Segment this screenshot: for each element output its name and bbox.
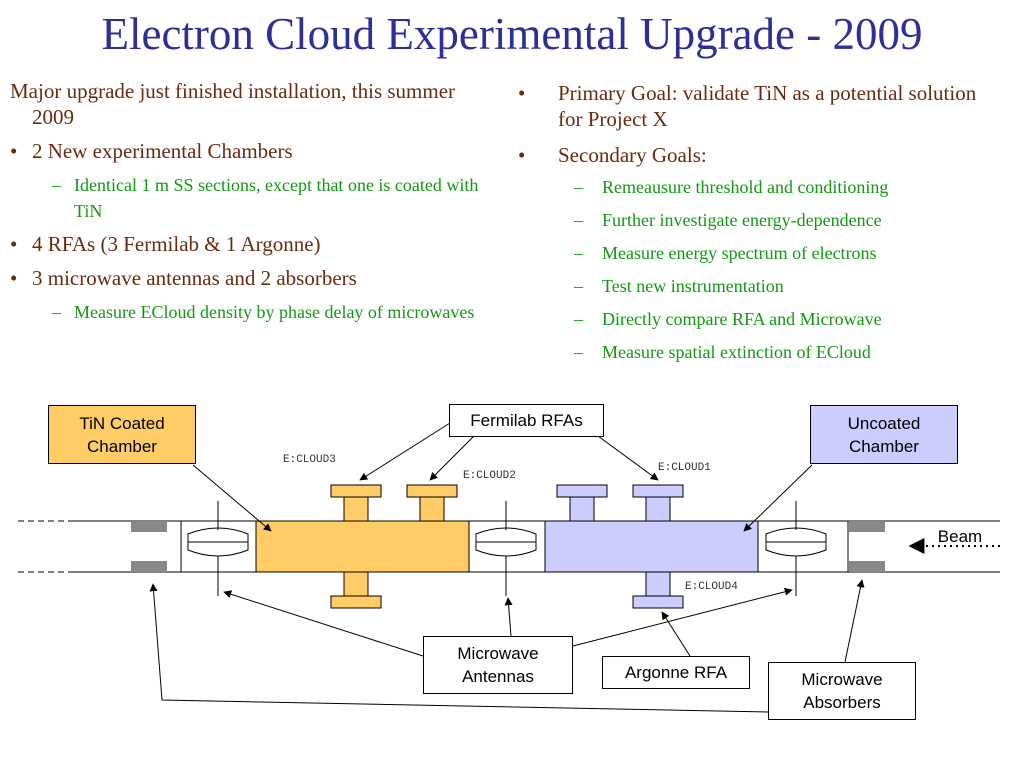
absorber-block [131, 521, 167, 532]
rfa-flange [556, 484, 608, 498]
rfa-flange-cloud3 [330, 484, 382, 498]
sub-bullet-text: Measure ECloud density by phase delay of… [74, 302, 475, 322]
goal-text: Measure energy spectrum of electrons [602, 243, 877, 263]
dash-marker: – [52, 302, 61, 322]
rfa-flange-cloud2 [406, 484, 458, 498]
bullet-chambers: • 2 New experimental Chambers [10, 138, 488, 164]
bullet-marker: • [518, 143, 526, 167]
tin-chamber [255, 520, 470, 573]
arrow-antenna-right [572, 587, 793, 647]
antenna-right [765, 501, 827, 596]
label-ecloud2: E:CLOUD2 [463, 470, 516, 482]
bullet-marker: • [518, 81, 526, 105]
arrow-fermilab-cloud2 [429, 434, 476, 481]
fermilab-rfas-label: Fermilab RFAs [449, 404, 604, 437]
arrow-tin [192, 464, 272, 532]
rfa-flange-cloud4 [632, 595, 684, 609]
dash-marker: – [574, 276, 583, 296]
dash-marker: – [52, 175, 61, 195]
goal-text: Remeausure threshold and conditioning [602, 177, 889, 197]
label-ecloud3: E:CLOUD3 [283, 454, 336, 466]
arrow-fermilab-cloud3 [359, 422, 451, 481]
sub-bullet-identical: –Identical 1 m SS sections, except that … [10, 172, 488, 224]
dash-marker: – [574, 309, 583, 329]
left-column: Major upgrade just finished installation… [10, 78, 488, 332]
antenna-left [187, 501, 249, 596]
bullet-primary-goal: • Primary Goal: validate TiN as a potenti… [510, 80, 1000, 132]
arrow-fermilab-cloud1 [597, 435, 659, 481]
tin-coated-chamber-label: TiN Coated Chamber [48, 405, 196, 464]
uncoated-chamber-label: Uncoated Chamber [810, 405, 958, 464]
microwave-absorbers-label: Microwave Absorbers [768, 662, 916, 720]
goal-text: Directly compare RFA and Microwave [602, 309, 882, 329]
goal-item: –Measure spatial extinction of ECloud [510, 339, 1000, 365]
goal-item: –Measure energy spectrum of electrons [510, 240, 1000, 266]
right-column: • Primary Goal: validate TiN as a potenti… [510, 80, 1000, 372]
bullet-text: 2 New experimental Chambers [32, 139, 293, 163]
rfa-stem [645, 496, 671, 522]
rfa-flange [330, 595, 382, 609]
rfa-flange-cloud1 [632, 484, 684, 498]
goal-item: –Remeausure threshold and conditioning [510, 174, 1000, 200]
dash-marker: – [574, 210, 583, 230]
sub-bullet-ecloud-density: –Measure ECloud density by phase delay o… [10, 299, 488, 325]
microwave-antennas-label: Microwave Antennas [423, 636, 573, 694]
bullet-marker: • [10, 266, 18, 290]
goal-item: –Further investigate energy-dependence [510, 207, 1000, 233]
slide-title: Electron Cloud Experimental Upgrade - 20… [101, 9, 923, 59]
bullet-marker: • [10, 139, 18, 163]
goal-item: –Directly compare RFA and Microwave [510, 306, 1000, 332]
arrow-antenna-middle [504, 597, 513, 637]
rfa-stem [343, 496, 369, 522]
arrow-uncoated [743, 464, 813, 532]
bullet-text: Primary Goal: validate TiN as a potentia… [558, 81, 977, 131]
dash-marker: – [574, 342, 583, 362]
rfa-stem [419, 496, 445, 522]
dash-marker: – [574, 177, 583, 197]
bullet-marker: • [10, 232, 18, 256]
absorber-block [849, 521, 885, 532]
rfa-stem [569, 496, 595, 522]
goal-text: Measure spatial extinction of ECloud [602, 342, 871, 362]
bullet-text: 3 microwave antennas and 2 absorbers [32, 266, 357, 290]
goal-item: –Test new instrumentation [510, 273, 1000, 299]
bullet-text: Secondary Goals: [558, 143, 707, 167]
label-ecloud1: E:CLOUD1 [658, 462, 711, 474]
rfa-stem [343, 571, 369, 597]
goal-text: Further investigate energy-dependence [602, 210, 882, 230]
argonne-rfa-label: Argonne RFA [602, 656, 750, 689]
uncoated-chamber [544, 520, 759, 573]
goal-text: Test new instrumentation [602, 276, 784, 296]
arrow-absorber-right [844, 579, 865, 663]
beam-label: Beam [937, 526, 983, 546]
rfa-stem [645, 571, 671, 597]
absorber-block [849, 561, 885, 572]
arrow-absorber-left [149, 583, 769, 713]
dash-marker: – [574, 243, 583, 263]
arrow-antenna-left [223, 590, 424, 657]
bullet-secondary-goals: • Secondary Goals: [510, 142, 1000, 168]
bullet-antennas: • 3 microwave antennas and 2 absorbers [10, 265, 488, 291]
bullet-rfas: • 4 RFAs (3 Fermilab & 1 Argonne) [10, 231, 488, 257]
intro-text: Major upgrade just finished installation… [10, 79, 456, 129]
bullet-text: 4 RFAs (3 Fermilab & 1 Argonne) [32, 232, 321, 256]
sub-bullet-text: Identical 1 m SS sections, except that o… [74, 175, 479, 221]
absorber-block [131, 561, 167, 572]
label-ecloud4: E:CLOUD4 [685, 581, 738, 593]
arrow-argonne [661, 611, 691, 657]
antenna-middle [475, 501, 537, 596]
